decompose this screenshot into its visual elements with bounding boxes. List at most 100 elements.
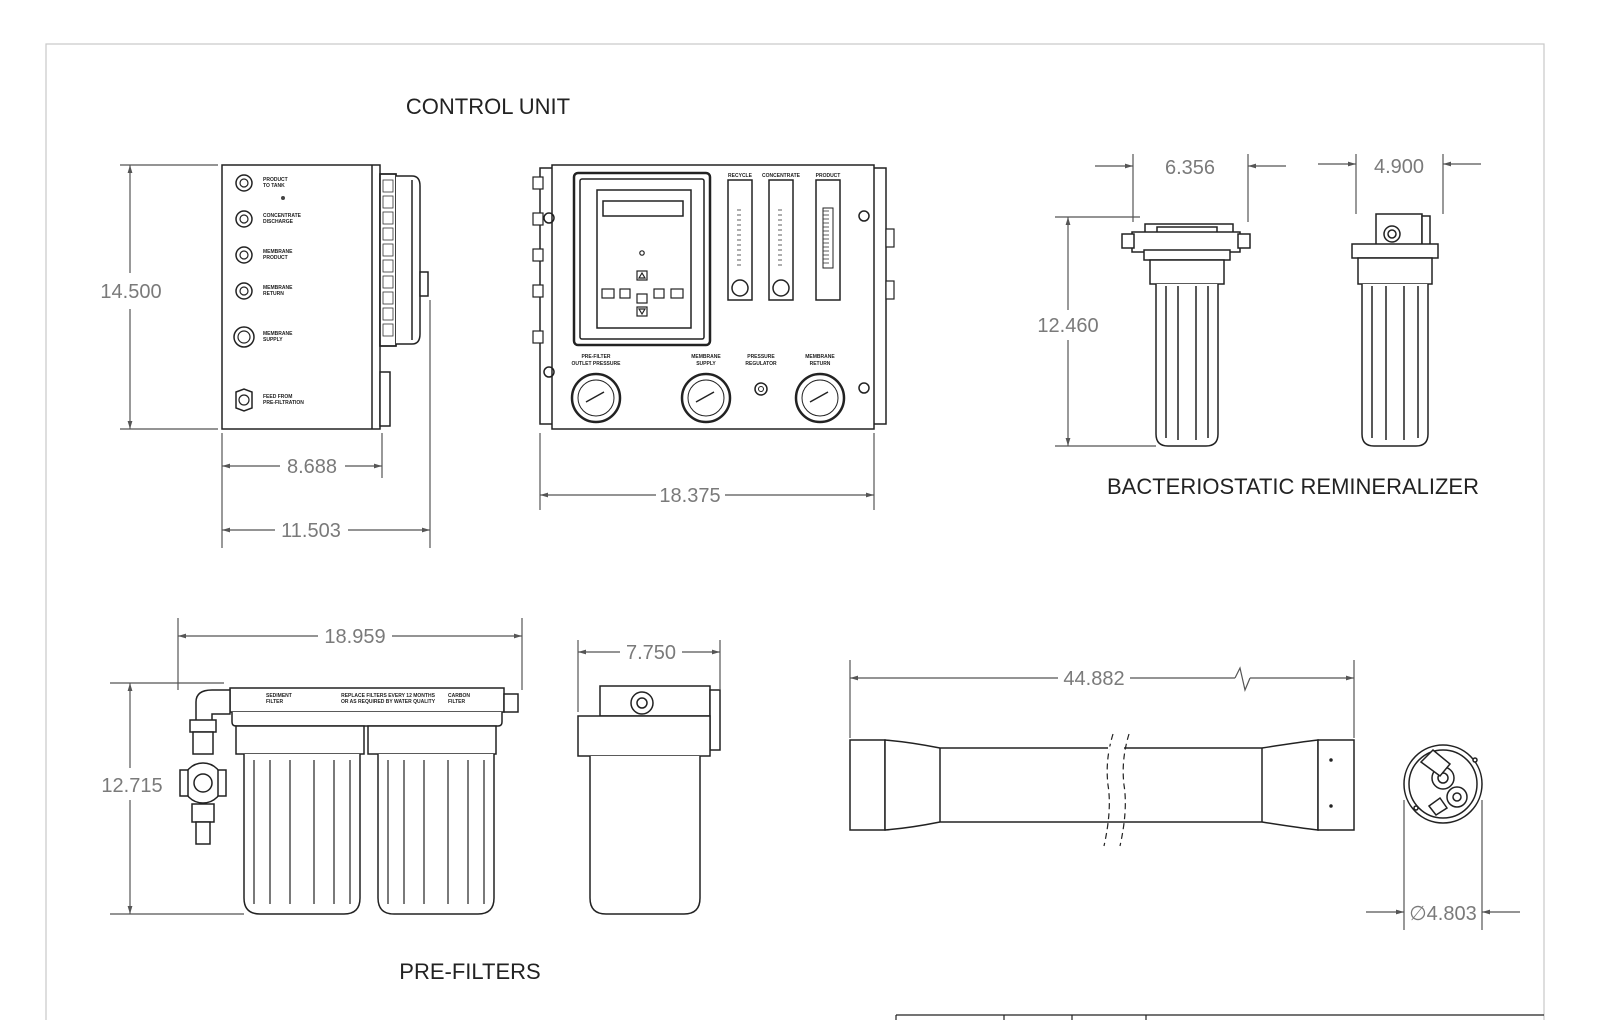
hinge-segment <box>382 291 394 305</box>
flowmeter-window <box>731 279 749 297</box>
port-label: MEMBRANE <box>263 249 293 255</box>
label-head-right-1: CARBON <box>448 693 470 699</box>
port-label: CONCENTRATE <box>263 213 302 219</box>
right-fitting <box>885 228 895 248</box>
regulator-knob <box>754 382 768 396</box>
prefilter-head-labels: SEDIMENT FILTER REPLACE FILTERS EVERY 12… <box>266 693 470 705</box>
title-prefilters: PRE-FILTERS <box>399 959 540 984</box>
gauge-dial <box>577 379 615 417</box>
hinge-segment <box>382 243 394 257</box>
gauge-label: MEMBRANE <box>691 354 721 360</box>
dim-membrane-length: 44.882 <box>1063 668 1124 690</box>
gauge-label: REGULATOR <box>745 361 777 367</box>
prefilters-dimensions <box>110 618 721 915</box>
flowmeter-tube <box>822 207 834 269</box>
flowmeter-label: CONCENTRATE <box>762 173 801 179</box>
port-fitting <box>235 210 253 228</box>
dim-rem-width-front: 6.356 <box>1165 157 1215 179</box>
port-bore <box>239 214 249 224</box>
flowmeter-label: PRODUCT <box>816 173 841 179</box>
gauge-label: SUPPLY <box>696 361 716 367</box>
label-head-center-2: OR AS REQUIRED BY WATER QUALITY <box>341 699 436 705</box>
prefilters-front-view <box>179 687 519 915</box>
port-fitting <box>235 282 253 300</box>
port-label: SUPPLY <box>263 337 283 343</box>
port-bore <box>237 330 251 344</box>
membrane-vessel <box>849 739 1355 831</box>
port-label: MEMBRANE <box>263 285 293 291</box>
gauge-dial <box>687 379 725 417</box>
port-fitting <box>235 174 253 192</box>
hinge-segment <box>382 275 394 289</box>
port-bore <box>238 394 250 406</box>
control-unit-side-view <box>221 164 429 430</box>
front-fitting <box>532 284 544 298</box>
dim-cu-depth-outer: 11.503 <box>281 520 341 542</box>
port-label: MEMBRANE <box>263 331 293 337</box>
label-head-center-1: REPLACE FILTERS EVERY 12 MONTHS <box>341 693 435 699</box>
flowmeter-label: RECYCLE <box>728 173 753 179</box>
dim-pf-width: 18.959 <box>324 626 385 648</box>
title-block <box>895 1014 1544 1020</box>
flowmeters: RECYCLE CONCENTRATE PRODUCT <box>727 173 841 301</box>
flowmeter-concentrate: CONCENTRATE <box>762 173 801 301</box>
hinge-segment <box>382 211 394 225</box>
gauge-label: OUTLET PRESSURE <box>572 361 622 367</box>
hinge-segment <box>382 259 394 273</box>
remineralizer-dimensions <box>1055 154 1481 447</box>
dim-pf-height: 12.715 <box>101 775 162 797</box>
gauge-needle <box>695 391 715 403</box>
dim-rem-width-side: 4.900 <box>1374 156 1424 178</box>
label-head-left-2: FILTER <box>266 699 284 705</box>
port-label: TO TANK <box>263 183 285 189</box>
port-label: PRODUCT <box>263 255 288 261</box>
control-unit-front-fittings <box>532 176 895 344</box>
port-label: PRODUCT <box>263 177 288 183</box>
flowmeter-product: PRODUCT <box>815 173 841 301</box>
remineralizer-side-view <box>1351 213 1439 447</box>
indicator-light <box>281 196 285 200</box>
label-head-left-1: SEDIMENT <box>266 693 292 699</box>
gauge-bezel <box>570 372 622 424</box>
title-remineralizer: BACTERIOSTATIC REMINERALIZER <box>1107 474 1479 499</box>
control-unit-hinge-segments <box>382 179 394 337</box>
gauge-label: PRESSURE <box>747 354 775 360</box>
hinge-segment <box>382 179 394 193</box>
dim-cu-width: 18.375 <box>659 485 720 507</box>
prefilters-side-view <box>577 685 721 915</box>
gauge-bezel <box>794 372 846 424</box>
regulator-center <box>758 386 764 392</box>
port-bore <box>239 250 249 260</box>
port-label: DISCHARGE <box>263 219 294 225</box>
membrane-dimensions <box>849 660 1520 930</box>
control-unit-dimensions <box>120 164 875 548</box>
remineralizer-front-view <box>1121 223 1251 447</box>
front-fitting <box>532 248 544 262</box>
gauge-label: PRE-FILTER <box>581 354 610 360</box>
dim-pf-depth: 7.750 <box>626 642 676 664</box>
membrane-end-view <box>1403 744 1483 824</box>
hinge-segment <box>382 323 394 337</box>
flowmeter-body <box>815 179 841 301</box>
gauge-dial <box>801 379 839 417</box>
gauge-label: RETURN <box>810 361 831 367</box>
front-fitting <box>532 330 544 344</box>
dim-rem-height: 12.460 <box>1037 315 1098 337</box>
sheet-border <box>45 43 1545 1025</box>
front-fitting <box>532 176 544 190</box>
port-bore <box>239 286 249 296</box>
label-head-right-2: FILTER <box>448 699 466 705</box>
gauge-needle <box>585 391 605 403</box>
port-fitting <box>235 246 253 264</box>
